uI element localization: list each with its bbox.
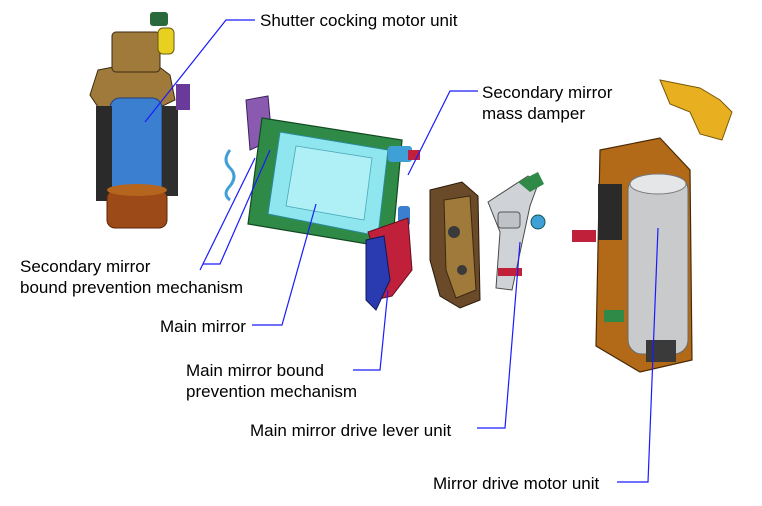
label-line-1: Secondary mirror xyxy=(482,83,613,102)
mirror-drive-motor-unit xyxy=(572,79,733,373)
label-secondary-mirror-mass-damper: Secondary mirror mass damper xyxy=(482,82,612,124)
main-mirror-assembly xyxy=(247,117,420,249)
label-line-2: mass damper xyxy=(482,104,585,123)
main-mirror-bound-prevention-mechanism xyxy=(365,217,413,311)
label-line-2: prevention mechanism xyxy=(186,382,358,401)
label-secondary-mirror-bound-prevention: Secondary mirror bound prevention mechan… xyxy=(20,256,243,298)
leader-lines xyxy=(144,19,659,483)
main-mirror-drive-lever-unit xyxy=(487,172,546,291)
label-shutter-cocking-motor-unit: Shutter cocking motor unit xyxy=(260,11,458,30)
label-main-mirror-bound-prevention: Main mirror bound prevention mechanism xyxy=(186,360,357,402)
label-main-mirror-drive-lever-unit: Main mirror drive lever unit xyxy=(250,421,452,440)
mirror-mechanism-plate xyxy=(429,181,481,309)
label-line-1: Main mirror bound xyxy=(186,361,324,380)
label-line-2: bound prevention mechanism xyxy=(20,278,244,297)
shutter-cocking-motor-unit xyxy=(89,12,190,229)
label-mirror-drive-motor-unit: Mirror drive motor unit xyxy=(433,474,600,493)
label-main-mirror: Main mirror xyxy=(160,317,246,336)
label-line-1: Secondary mirror xyxy=(20,257,151,276)
